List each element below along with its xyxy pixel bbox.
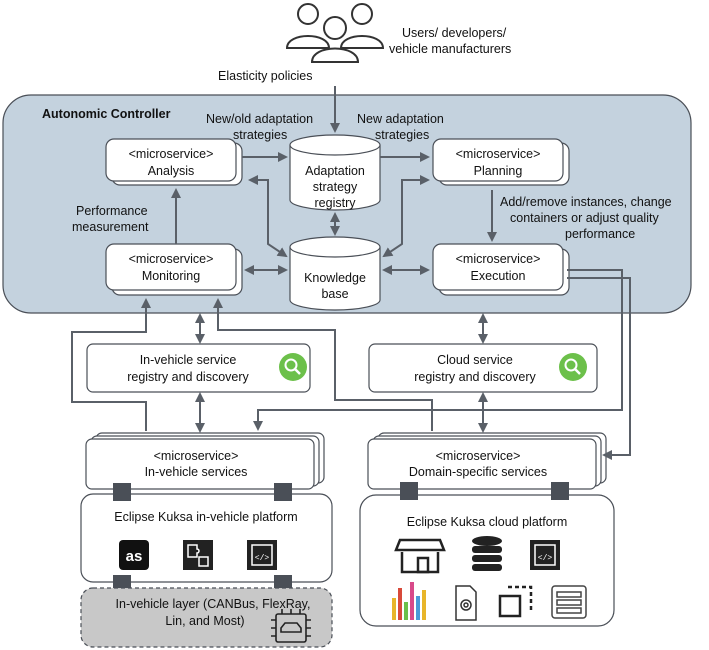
bar-chart-icon [392,582,426,620]
knowledge-line1: Knowledge [304,271,366,285]
invehicle-platform-label: Eclipse Kuksa in-vehicle platform [114,510,297,524]
server-rack-icon [551,585,587,619]
invehicle-registry-line2: registry and discovery [127,370,249,384]
new-old-strategies-label-1: New/old adaptation [206,112,313,126]
cloud-registry: Cloud service registry and discovery [368,343,598,393]
performance-label-1: Performance [76,204,148,218]
search-icon [559,353,587,381]
lastfm-icon [119,540,149,570]
svg-text:</>: </> [255,554,270,563]
monitoring-tag: <microservice> [129,252,214,266]
elasticity-policies-label: Elasticity policies [218,69,312,83]
execution-tag: <microservice> [456,252,541,266]
knowledge-line2: base [321,287,348,301]
add-remove-label-1: Add/remove instances, change [500,195,672,209]
cloud-platform-label: Eclipse Kuksa cloud platform [407,515,568,529]
resize-icon [498,585,533,618]
analysis-name: Analysis [148,164,195,178]
cloud-registry-line1: Cloud service [437,353,513,367]
controller-title: Autonomic Controller [42,107,171,121]
store-icon [394,538,446,574]
svg-text:as: as [126,548,143,565]
search-icon [279,353,307,381]
analysis-tag: <microservice> [129,147,214,161]
new-strategies-label-1: New adaptation [357,112,444,126]
users-label-line1: Users/ developers/ [402,26,507,40]
domain-services-tag: <microservice> [436,449,521,463]
monitoring-name: Monitoring [142,269,200,283]
execution-name: Execution [471,269,526,283]
analysis-knowledge-arrow [248,175,288,258]
settings-document-icon [455,585,477,621]
connector-port [274,483,292,501]
layer-line2: Lin, and Most) [165,614,244,628]
invehicle-services-tag: <microservice> [154,449,239,463]
new-old-strategies-label-2: strategies [233,128,287,142]
invehicle-registry: In-vehicle service registry and discover… [86,343,311,393]
connector-port [551,482,569,500]
planning-microservice: <microservice> Planning [432,138,570,186]
cloud-registry-line2: registry and discovery [414,370,536,384]
car-chip-icon [271,609,311,643]
registry-line1: Adaptation [305,164,365,178]
adaptation-registry-db: Adaptation strategy registry [289,134,381,211]
invehicle-layer: In-vehicle layer (CANBus, FlexRay, Lin, … [80,587,333,648]
domain-services: <microservice> Domain-specific services [367,432,607,490]
analysis-microservice: <microservice> Analysis [105,138,243,186]
users-label-line2: vehicle manufacturers [389,42,511,56]
database-icon [472,536,502,571]
execution-microservice: <microservice> Execution [432,243,570,296]
layer-line1: In-vehicle layer (CANBus, FlexRay, [116,597,311,611]
planning-name: Planning [474,164,523,178]
knowledge-planning-arrow [382,175,430,258]
svg-text:</>: </> [538,554,553,563]
invehicle-registry-line1: In-vehicle service [140,353,237,367]
add-remove-label-3: performance [565,227,635,241]
cloud-platform: Eclipse Kuksa cloud platform </> [359,482,615,627]
monitoring-microservice: <microservice> Monitoring [105,243,243,296]
users-icon [285,3,385,63]
registry-line2: strategy [313,180,358,194]
invehicle-platform: Eclipse Kuksa in-vehicle platform as </> [80,483,333,593]
invehicle-services: <microservice> In-vehicle services [85,432,325,490]
connector-port [113,483,131,501]
planning-tag: <microservice> [456,147,541,161]
controller-arrows [171,86,497,275]
new-strategies-label-2: strategies [375,128,429,142]
connector-port [400,482,418,500]
layer-arrows [71,269,631,460]
performance-label-2: measurement [72,220,149,234]
knowledge-base-db: Knowledge base [289,236,381,311]
invehicle-services-name: In-vehicle services [145,465,248,479]
domain-services-name: Domain-specific services [409,465,547,479]
add-remove-label-2: containers or adjust quality [510,211,659,225]
registry-line3: registry [315,196,357,210]
